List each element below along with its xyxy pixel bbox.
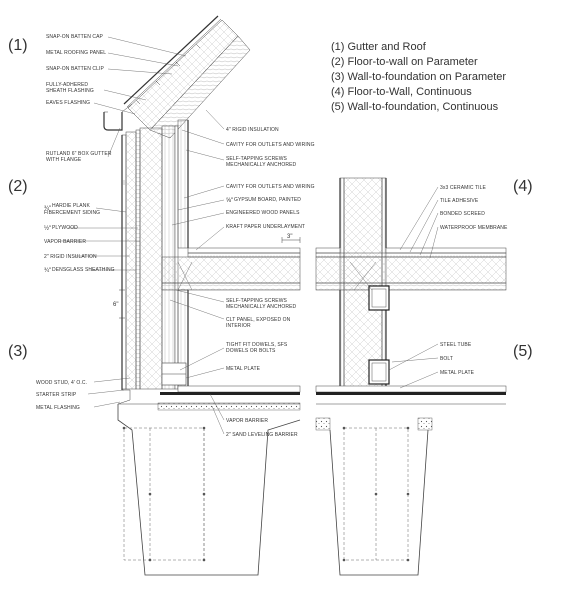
label-wood-stud: WOOD STUD, 4' O.C. (36, 380, 87, 386)
label-plywood: PLYWOOD (52, 225, 78, 231)
label-wall-cavity: CAVITY FOR OUTLETS AND WIRING (226, 184, 315, 190)
frac-dens: ¾" (44, 268, 51, 274)
label-kraft: KRAFT PAPER UNDERLAYMENT (226, 224, 305, 230)
label-dens: DENSGLASS SHEATHING (52, 267, 115, 273)
frac-hardie: ¾" (44, 206, 51, 212)
label-gutter-1: RUTLAND 6" BOX GUTTER (46, 151, 112, 157)
section-number-5: (5) (513, 343, 533, 360)
legend: (1) Gutter and Roof (2) Floor-to-wall on… (331, 41, 506, 113)
label-rigid-2: 2" RIGID INSULATION (44, 254, 97, 260)
label-dowels-2: DOWELS OR BOLTS (226, 348, 276, 354)
foundation-continuous (315, 359, 507, 576)
label-steel-tube: STEEL TUBE (440, 342, 472, 348)
label-gutter-2: WITH FLANGE (46, 157, 82, 163)
section-number-1: (1) (8, 37, 28, 54)
label-vapor-barrier-found: VAPOR BARRIER (226, 418, 268, 424)
section-number-3: (3) (8, 343, 28, 360)
label-clt-1: CLT PANEL, EXPOSED ON (226, 317, 291, 323)
label-metal-plate-right: METAL PLATE (440, 370, 475, 376)
label-tile: 3x3 CERAMIC TILE (440, 185, 487, 191)
frac-gyp: ⅝" (226, 198, 233, 204)
label-vapor: VAPOR BARRIER (44, 239, 86, 245)
roof-detail (103, 15, 251, 139)
label-hardie-1: HARDIE PLANK (52, 203, 90, 209)
label-screed: BONDED SCREED (440, 211, 485, 217)
legend-item-5: (5) Wall-to-foundation, Continuous (331, 101, 499, 113)
legend-item-2: (2) Floor-to-wall on Parameter (331, 56, 478, 68)
label-gypsum: GYPSUM BOARD, PAINTED (234, 197, 301, 203)
label-adhered-2: SHEATH FLASHING (46, 88, 94, 94)
label-bolt: BOLT (440, 356, 453, 362)
wall-section-left (121, 119, 189, 390)
label-metal-plate-left: METAL PLATE (226, 366, 261, 372)
label-rigid-4: 4" RIGID INSULATION (226, 127, 279, 133)
frac-plywood: ½" (44, 225, 51, 232)
label-metal-panel: METAL ROOFING PANEL (46, 50, 106, 56)
leader-lines (60, 36, 439, 435)
label-eng: ENGINEERED WOOD PANELS (226, 210, 300, 216)
label-dowels-1: TIGHT FIT DOWELS, SFS (226, 342, 288, 348)
dim-3: 3" (287, 234, 292, 240)
label-snap-clip: SNAP-ON BATTEN CLIP (46, 66, 104, 72)
floor-slab-perimeter (161, 247, 301, 291)
label-roof-cavity: CAVITY FOR OUTLETS AND WIRING (226, 142, 315, 148)
label-snap-cap: SNAP-ON BATTEN CAP (46, 34, 104, 40)
section-number-4: (4) (513, 178, 533, 195)
label-roof-screws-1: SELF-TAPPING SCREWS (226, 156, 288, 162)
label-hardie-2: FIBERCEMENT SIDING (44, 210, 100, 216)
floor-slab-continuous (315, 247, 507, 311)
label-sand: 2" SAND LEVELING BARRIER (226, 432, 298, 438)
section-number-2: (2) (8, 178, 28, 195)
label-clt-2: INTERIOR (226, 323, 251, 329)
label-membrane: WATERPROOF MEMBRANE (440, 225, 508, 231)
label-eaves: EAVES FLASHING (46, 100, 90, 106)
legend-item-4: (4) Floor-to-Wall, Continuous (331, 86, 472, 98)
label-starter: STARTER STRIP (36, 392, 77, 398)
label-wall-screws-2: MECHANICALLY ANCHORED (226, 304, 297, 310)
label-metal-flashing: METAL FLASHING (36, 405, 80, 411)
label-adhesive: TILE ADHESIVE (440, 198, 479, 204)
label-adhered-1: FULLY-ADHERED (46, 82, 88, 88)
foundation-perimeter (117, 362, 301, 576)
label-wall-screws-1: SELF-TAPPING SCREWS (226, 298, 288, 304)
label-roof-screws-2: MECHANICALLY ANCHORED (226, 162, 297, 168)
legend-item-3: (3) Wall-to-foundation on Parameter (331, 71, 506, 83)
dim-6: 6" (113, 302, 118, 308)
legend-item-1: (1) Gutter and Roof (331, 41, 427, 53)
